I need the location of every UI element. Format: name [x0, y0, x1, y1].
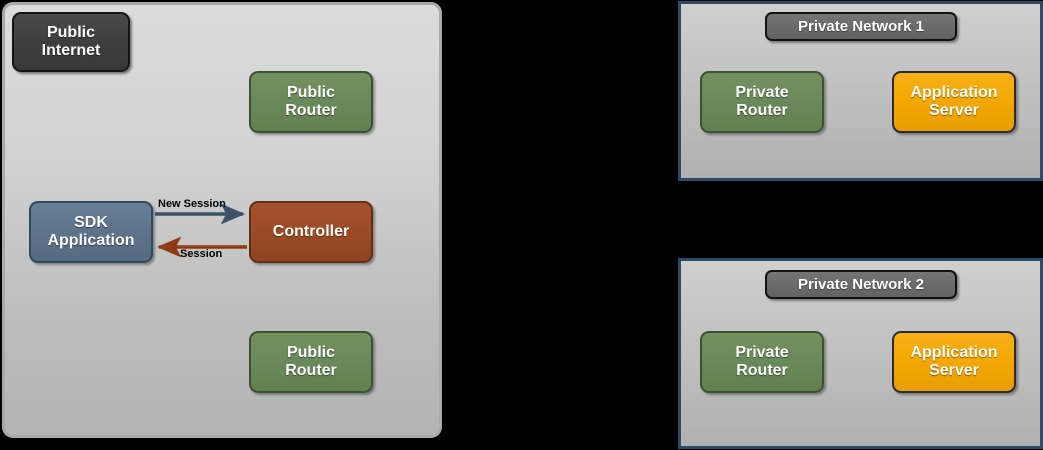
edge-label-session: Session — [180, 248, 223, 260]
node-public-router-top[interactable]: Public Router — [249, 71, 373, 133]
node-public-router-bottom[interactable]: Public Router — [249, 331, 373, 393]
node-public-internet[interactable]: Public Internet — [12, 12, 130, 72]
private-network-1-label: Private Network 1 — [765, 12, 957, 41]
node-private-router-2[interactable]: Private Router — [700, 331, 824, 393]
edge-label-new-session: New Session — [158, 198, 226, 210]
private-network-2-label: Private Network 2 — [765, 270, 957, 299]
node-application-server-1[interactable]: Application Server — [892, 71, 1016, 133]
node-application-server-2[interactable]: Application Server — [892, 331, 1016, 393]
node-controller[interactable]: Controller — [249, 201, 373, 263]
node-sdk-application[interactable]: SDK Application — [29, 201, 153, 263]
node-private-router-1[interactable]: Private Router — [700, 71, 824, 133]
